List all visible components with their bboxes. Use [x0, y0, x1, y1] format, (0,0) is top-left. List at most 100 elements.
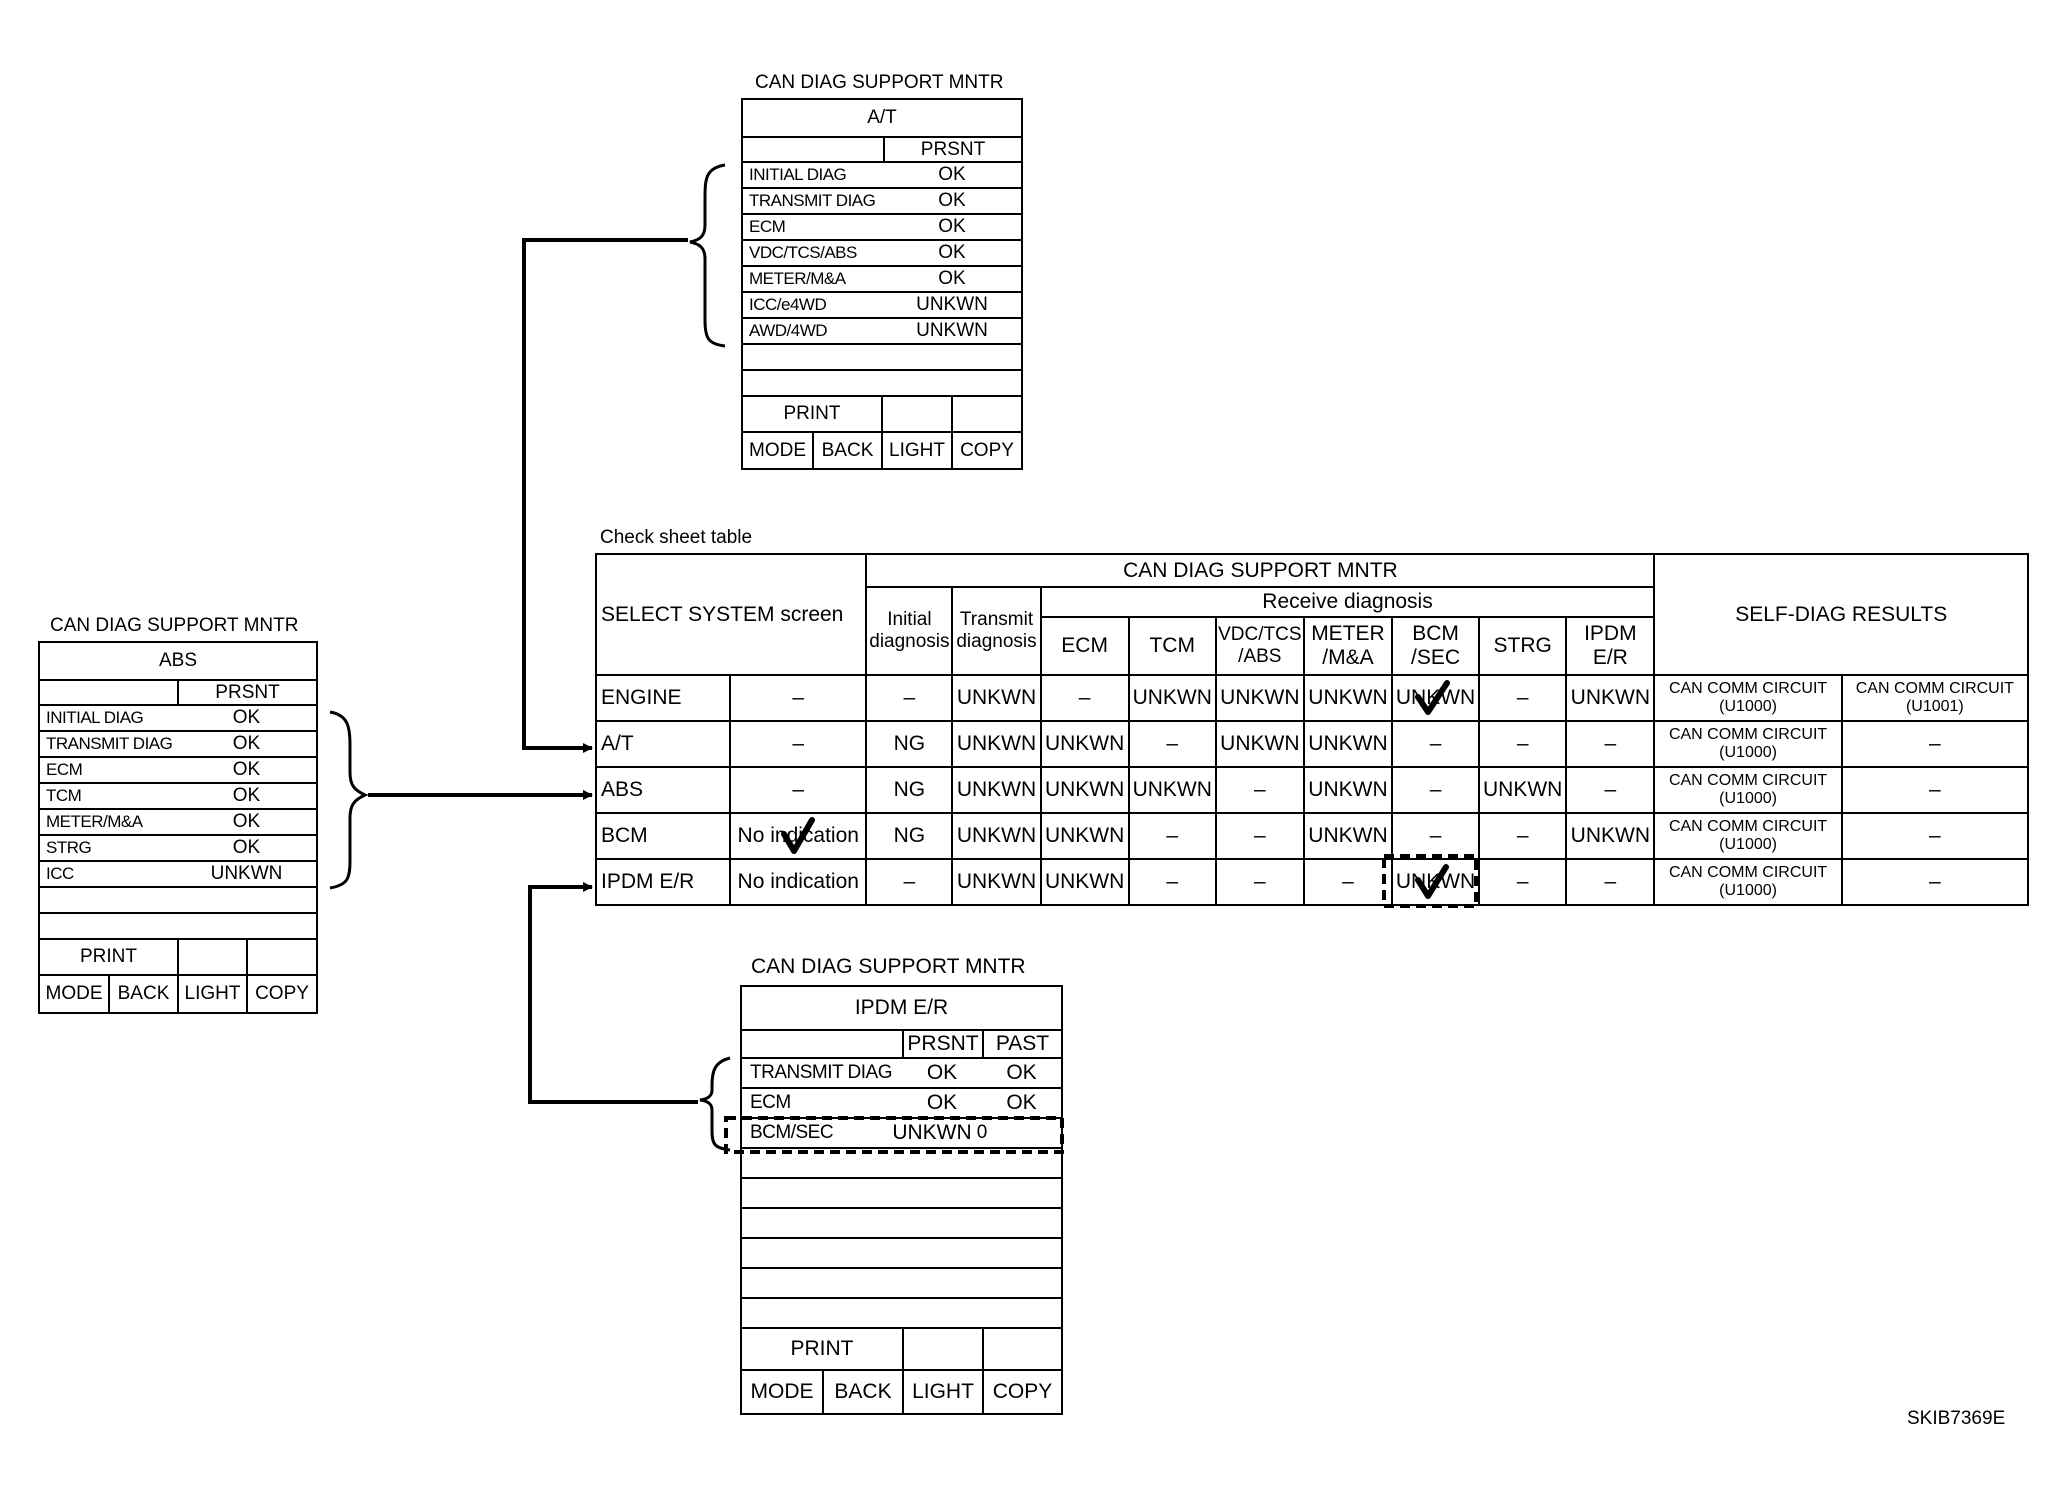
print-button[interactable]: PRINT	[790, 1337, 854, 1360]
back-button[interactable]: BACK	[822, 1371, 902, 1413]
copy-button[interactable]: COPY	[951, 433, 1021, 468]
table-cell-screen: –	[729, 766, 868, 814]
list-item: ECM OK OK	[742, 1089, 1061, 1119]
panel-top-header-row: PRSNT	[743, 138, 1021, 163]
table-cell-initial: –	[865, 674, 954, 722]
header-meter-line2: /M&A	[1322, 646, 1374, 669]
back-button[interactable]: BACK	[812, 433, 881, 468]
row-label: METER/M&A	[46, 812, 143, 831]
table-cell-meter: UNKWN	[1302, 674, 1394, 722]
table-cell-ecm: UNKWN	[1039, 812, 1130, 860]
empty-row	[40, 914, 316, 940]
empty-row	[40, 888, 316, 914]
blank-button[interactable]	[982, 1329, 1061, 1369]
table-cell-transmit: UNKWN	[951, 812, 1042, 860]
self-diag-line2: (U1000)	[1719, 744, 1777, 761]
table-cell-self-diag: CAN COMM CIRCUIT(U1000)	[1653, 766, 1843, 814]
row-label: BCM/SEC	[750, 1122, 834, 1143]
table-cell-self-diag: –	[1840, 812, 2030, 860]
header-bcm-line2: /SEC	[1411, 646, 1461, 669]
blank-button[interactable]	[246, 940, 316, 974]
table-cell-initial: NG	[865, 720, 954, 768]
header-self-diag: SELF-DIAG RESULTS	[1653, 553, 2029, 676]
row-label: ICC/e4WD	[749, 295, 827, 314]
panel-top-system: A/T	[867, 107, 897, 128]
panel-left-system: ABS	[158, 650, 198, 671]
self-diag-line1: CAN COMM CIRCUIT	[1668, 726, 1828, 743]
self-diag-line1: CAN COMM CIRCUIT	[1668, 818, 1828, 835]
blank-button[interactable]	[881, 397, 951, 431]
row-value: UNKWN	[916, 294, 988, 315]
table-cell-initial: NG	[865, 812, 954, 860]
panel-bottom-col-past: PAST	[982, 1031, 1061, 1057]
table-cell-meter: UNKWN	[1302, 812, 1394, 860]
mode-button[interactable]: MODE	[749, 439, 806, 461]
table-cell-system: BCM	[594, 812, 732, 860]
blank-button[interactable]	[951, 397, 1021, 431]
table-cell-bcm: UNKWN	[1390, 858, 1481, 906]
row-value: OK	[232, 811, 261, 832]
table-cell-tcm: –	[1127, 720, 1217, 768]
copy-button[interactable]: COPY	[246, 976, 316, 1012]
row-label: ECM	[750, 1092, 791, 1113]
header-transmit-line2: diagnosis	[956, 631, 1037, 652]
empty-row	[742, 1179, 1061, 1209]
table-cell-strg: –	[1478, 720, 1568, 768]
blank-button[interactable]	[902, 1329, 982, 1369]
mode-button[interactable]: MODE	[750, 1380, 814, 1403]
row-value: UNKWN	[210, 863, 283, 884]
empty-row	[743, 371, 1021, 397]
self-diag-line2: (U1000)	[1719, 698, 1777, 715]
table-cell-strg: –	[1478, 674, 1568, 722]
header-receive: Receive diagnosis	[1039, 586, 1656, 618]
mode-button[interactable]: MODE	[45, 983, 103, 1004]
print-button[interactable]: PRINT	[80, 946, 137, 967]
check-sheet-caption: Check sheet table	[600, 527, 753, 548]
table-cell-strg: UNKWN	[1478, 766, 1568, 814]
light-button[interactable]: LIGHT	[177, 976, 246, 1012]
panel-left-system-row: ABS	[40, 643, 316, 681]
header-bcm-line1: BCM	[1412, 622, 1459, 645]
panel-bottom-col-prsnt: PRSNT	[902, 1031, 982, 1057]
header-select-system: SELECT SYSTEM screen	[594, 553, 868, 676]
row-value: OK	[938, 242, 966, 263]
panel-bottom-system: IPDM E/R	[854, 996, 949, 1019]
panel-left-print-row: PRINT	[40, 940, 316, 976]
print-button[interactable]: PRINT	[783, 403, 841, 424]
row-label: TRANSMIT DIAG	[46, 734, 173, 753]
copy-button[interactable]: COPY	[982, 1371, 1061, 1413]
light-button[interactable]: LIGHT	[902, 1371, 982, 1413]
list-item: INITIAL DIAG OK	[40, 706, 316, 732]
light-button[interactable]: LIGHT	[881, 433, 951, 468]
table-cell-system: ABS	[594, 766, 732, 814]
row-value: 0	[976, 1122, 988, 1143]
panel-top-col-prsnt: PRSNT	[883, 138, 1021, 161]
table-cell-self-diag: CAN COMM CIRCUIT(U1000)	[1653, 674, 1843, 722]
table-cell-self-diag: CAN COMM CIRCUIT(U1000)	[1653, 720, 1843, 768]
table-cell-ipdm: –	[1565, 766, 1656, 814]
blank-button[interactable]	[177, 940, 246, 974]
header-ipdm-line1: IPDM	[1584, 622, 1637, 645]
table-cell-vdc: –	[1214, 812, 1305, 860]
row-label: ECM	[749, 217, 786, 236]
back-button[interactable]: BACK	[108, 976, 177, 1012]
header-strg: STRG	[1478, 616, 1568, 676]
row-label: ECM	[46, 760, 83, 779]
row-label: METER/M&A	[749, 269, 846, 288]
table-cell-vdc: UNKWN	[1214, 720, 1305, 768]
table-cell-meter: UNKWN	[1302, 720, 1394, 768]
row-label: TRANSMIT DIAG	[750, 1062, 893, 1083]
self-diag-line1: CAN COMM CIRCUIT	[1855, 680, 2014, 697]
table-cell-self-diag: –	[1840, 720, 2030, 768]
row-value: OK	[232, 707, 261, 728]
row-value: OK	[938, 268, 966, 289]
header-initial-line1: Initial	[887, 609, 932, 630]
row-value: OK	[1006, 1091, 1037, 1114]
row-value: OK	[926, 1061, 958, 1084]
table-cell-vdc: –	[1214, 858, 1305, 906]
empty-row	[743, 345, 1021, 371]
